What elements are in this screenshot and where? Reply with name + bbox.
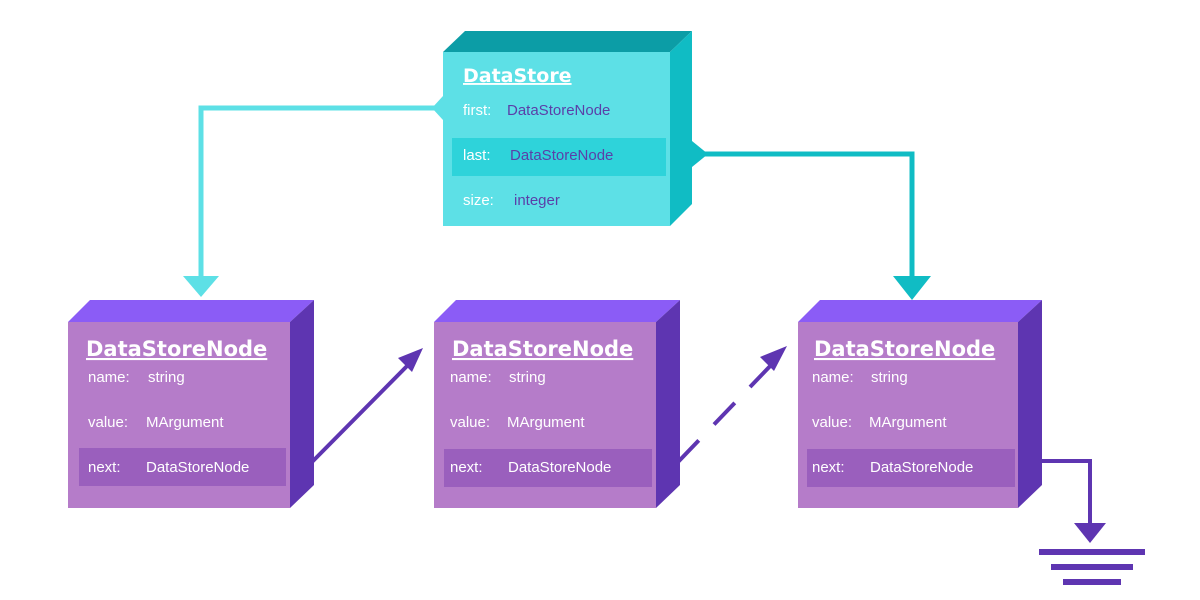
next-link-2-arrowhead xyxy=(760,346,787,371)
datastore-field-first-label: first: xyxy=(463,102,491,119)
datastore-field-size-label: size: xyxy=(463,192,494,209)
node-box-top xyxy=(68,300,314,322)
node-field-name-value: string xyxy=(148,369,185,386)
datastore-box-top xyxy=(443,31,692,52)
node-title: DataStoreNode xyxy=(814,337,995,361)
node-box-top xyxy=(798,300,1042,322)
node-next-row-highlight xyxy=(79,448,286,486)
next-link-1-arrowhead xyxy=(398,348,423,372)
node-field-next-value: DataStoreNode xyxy=(146,459,249,476)
node-box-top xyxy=(434,300,680,322)
node-field-name-label: name: xyxy=(812,369,854,386)
node-field-next-label: next: xyxy=(450,459,483,476)
datastore-field-last-label: last: xyxy=(463,147,491,164)
node-field-value-value: MArgument xyxy=(869,414,947,431)
datastore-node-box: DataStoreNode name: string value: MArgum… xyxy=(434,300,680,508)
node-next-row-highlight xyxy=(444,449,652,487)
datastore-title: DataStore xyxy=(463,65,572,87)
node-title: DataStoreNode xyxy=(86,337,267,361)
last-pointer-arrowhead xyxy=(893,276,931,300)
next-link-2-dashed-arrow xyxy=(676,360,776,464)
datastore-last-row-highlight xyxy=(452,138,666,176)
node-field-value-value: MArgument xyxy=(507,414,585,431)
datastore-field-size-value: integer xyxy=(514,192,560,209)
null-pointer-arrowhead xyxy=(1074,523,1106,543)
node-field-next-label: next: xyxy=(812,459,845,476)
node-field-next-label: next: xyxy=(88,459,121,476)
node-title: DataStoreNode xyxy=(452,337,633,361)
node-field-value-label: value: xyxy=(88,414,128,431)
node-box-side xyxy=(1018,300,1042,508)
last-pointer-tab xyxy=(692,141,708,167)
datastore-node-box: DataStoreNode name: string value: MArgum… xyxy=(798,300,1042,508)
datastore-box-side xyxy=(670,31,692,226)
datastore-field-first-value: DataStoreNode xyxy=(507,102,610,119)
first-pointer-arrowhead xyxy=(183,276,219,297)
last-pointer-arrow xyxy=(696,151,915,278)
node-field-name-value: string xyxy=(509,369,546,386)
node-field-name-value: string xyxy=(871,369,908,386)
first-pointer-tab xyxy=(432,96,443,120)
null-ground-icon xyxy=(1039,549,1145,585)
next-link-1-arrow xyxy=(310,360,413,464)
node-field-value-label: value: xyxy=(450,414,490,431)
first-pointer-arrow xyxy=(198,105,437,278)
node-box-side xyxy=(290,300,314,508)
node-field-next-value: DataStoreNode xyxy=(870,459,973,476)
node-field-value-value: MArgument xyxy=(146,414,224,431)
node-field-name-label: name: xyxy=(450,369,492,386)
datastore-node-box: DataStoreNode name: string value: MArgum… xyxy=(68,300,314,508)
node-box-side xyxy=(656,300,680,508)
node-field-next-value: DataStoreNode xyxy=(508,459,611,476)
node-next-row-highlight xyxy=(807,449,1015,487)
datastore-field-last-value: DataStoreNode xyxy=(510,147,613,164)
datastore-box: DataStore first: DataStoreNode last: Dat… xyxy=(432,31,708,226)
node-field-value-label: value: xyxy=(812,414,852,431)
null-pointer-arrow xyxy=(1040,459,1092,527)
node-field-name-label: name: xyxy=(88,369,130,386)
